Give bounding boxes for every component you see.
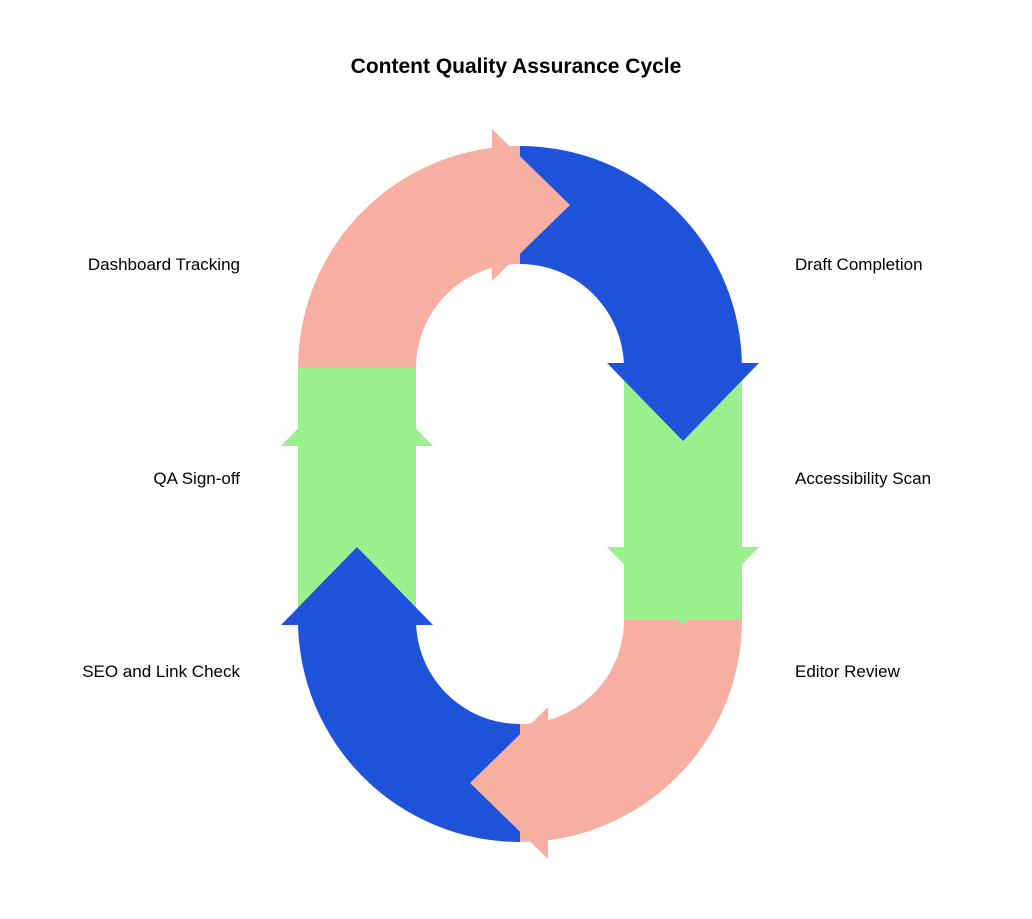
arrowhead-editor-review xyxy=(470,707,548,859)
label-dashboard-tracking: Dashboard Tracking xyxy=(87,255,240,274)
diagram-title: Content Quality Assurance Cycle xyxy=(350,55,682,78)
segment-editor-review-arc xyxy=(520,620,742,842)
arrowhead-dashboard-tracking xyxy=(492,129,570,281)
label-qa-sign-off: QA Sign-off xyxy=(153,469,240,488)
segment-seo-and-link-check-arc xyxy=(298,620,520,842)
arrowhead-draft-completion xyxy=(607,363,759,441)
label-accessibility-scan: Accessibility Scan xyxy=(795,469,932,488)
arrowhead-accessibility-scan xyxy=(607,547,759,625)
label-seo-and-link-check: SEO and Link Check xyxy=(82,662,240,681)
label-draft-completion: Draft Completion xyxy=(795,255,923,274)
label-editor-review: Editor Review xyxy=(795,662,900,681)
segment-dashboard-tracking-arc xyxy=(298,146,520,368)
segment-draft-completion-arc xyxy=(520,146,742,368)
arrowhead-qa-sign-off xyxy=(281,368,433,446)
arrowhead-seo-and-link-check xyxy=(281,547,433,625)
